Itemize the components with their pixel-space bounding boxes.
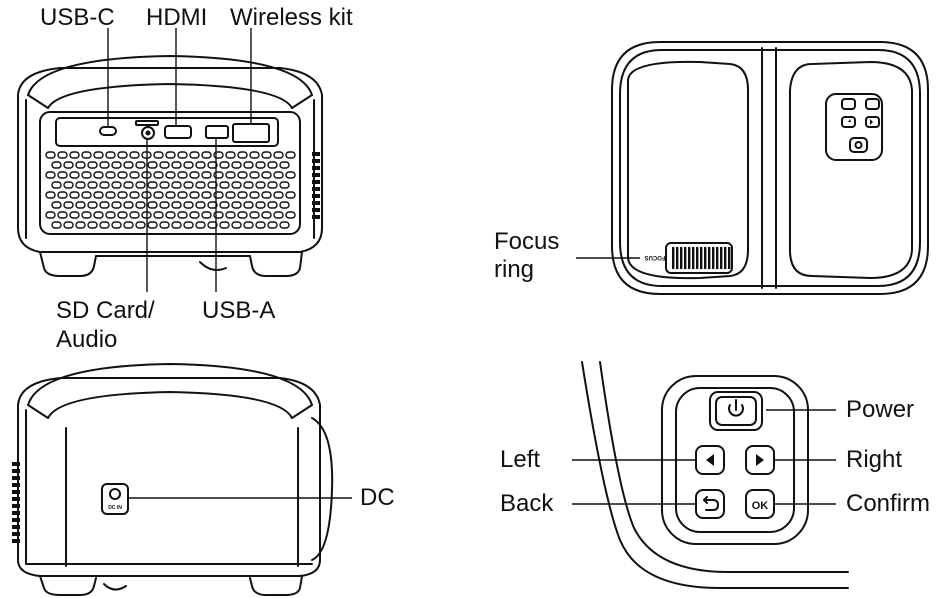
label-sd-card: SD Card/ <box>56 297 155 324</box>
back-arrow-icon <box>703 496 719 511</box>
sd-card-slot <box>135 120 159 126</box>
speaker-grill <box>45 151 296 229</box>
focus-marking: FOCUS <box>645 254 666 260</box>
dc-port-text: DC IN <box>108 505 122 511</box>
usb-c-port <box>99 126 117 136</box>
label-usb-a: USB-A <box>202 297 276 324</box>
back-button <box>695 489 725 519</box>
right-arrow-icon <box>756 454 764 466</box>
keypad-closeup: OK <box>572 361 849 589</box>
dc-port-icon <box>109 488 121 500</box>
ok-icon: OK <box>752 500 769 512</box>
label-audio: Audio <box>56 326 118 353</box>
focus-ring-knurl <box>672 247 731 269</box>
port-panel <box>55 117 279 147</box>
left-arrow-icon <box>706 454 714 466</box>
label-dc: DC <box>360 484 395 511</box>
usb-a-port <box>205 125 229 139</box>
label-power: Power <box>846 396 915 423</box>
side-view-projector: DC IN <box>12 363 352 596</box>
label-wireless-kit: Wireless kit <box>230 4 353 31</box>
label-usb-c: USB-C <box>40 4 115 31</box>
power-icon <box>728 399 744 417</box>
label-right: Right <box>846 446 903 473</box>
top-keypad <box>825 93 883 161</box>
label-ring: ring <box>494 256 535 283</box>
power-button <box>709 391 763 431</box>
label-focus: Focus <box>494 228 560 255</box>
dc-port <box>101 483 129 515</box>
hdmi-port <box>164 125 192 139</box>
top-view-projector: FOCUS <box>576 41 929 295</box>
label-hdmi: HDMI <box>146 4 208 31</box>
label-left: Left <box>500 446 541 473</box>
wireless-kit-port <box>232 123 270 143</box>
label-confirm: Confirm <box>846 490 931 517</box>
audio-port <box>141 126 155 140</box>
focus-ring <box>665 242 733 274</box>
label-back: Back <box>500 490 554 517</box>
rear-view-projector <box>17 28 323 292</box>
